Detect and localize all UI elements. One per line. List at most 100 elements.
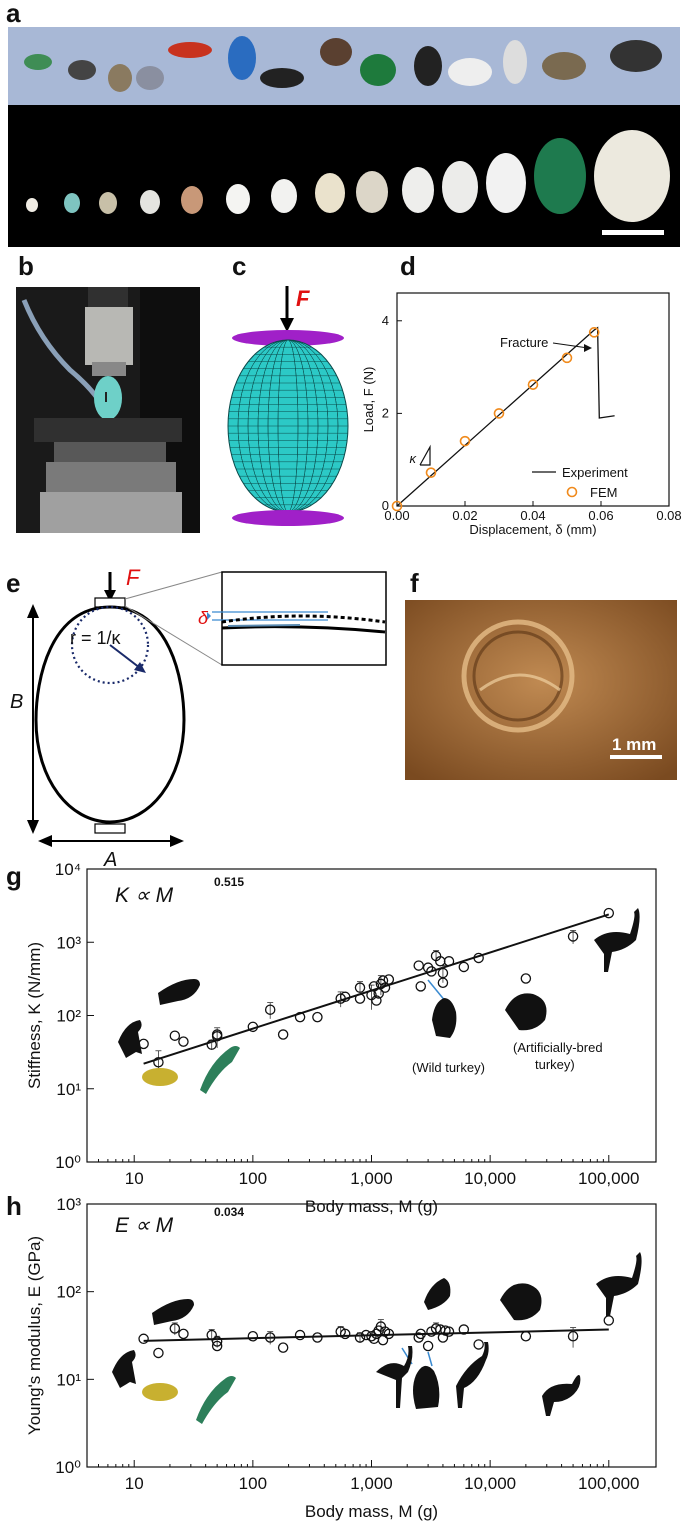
point-g: [415, 981, 426, 992]
ytick-label-g: 10²: [56, 1007, 81, 1026]
ylabel-d: Load, F (N): [361, 367, 376, 433]
xtick-label-d: 0.00: [384, 508, 409, 523]
xtick-label-d: 0.06: [588, 508, 613, 523]
law-g-exp: 0.515: [214, 875, 244, 889]
point-h: [415, 1328, 426, 1340]
ytick-label-d: 0: [382, 498, 389, 513]
silhouette-finch-g: [158, 979, 200, 1005]
kappa-label: κ: [410, 451, 418, 466]
point-h: [294, 1329, 306, 1341]
axis-a-label: A: [103, 849, 117, 871]
force-label-e: F: [126, 565, 141, 590]
bird-icons-g: [118, 908, 640, 1094]
ytick-label-h: 10³: [56, 1195, 81, 1214]
bird-pheasant: [168, 42, 212, 58]
xtick-label-d: 0.02: [452, 508, 477, 523]
point-g: [473, 952, 484, 964]
point-g: [335, 993, 346, 1004]
point-g: [443, 956, 455, 967]
point-g: [277, 1029, 289, 1040]
fem-point: [588, 327, 600, 338]
fracture-arrowhead: [584, 344, 592, 352]
label-wild-turkey: (Wild turkey): [412, 1060, 485, 1075]
fracture-arrow: [552, 342, 589, 349]
test-photo: [16, 287, 200, 533]
point-g: [211, 1029, 223, 1040]
panel-c-label: c: [232, 251, 246, 281]
xtick-label-h: 1,000: [350, 1474, 393, 1493]
series-experiment: [396, 326, 615, 507]
egg-10: [402, 167, 434, 213]
point-h: [458, 1324, 470, 1335]
point-h: [603, 1315, 615, 1326]
xlabel-h: Body mass, M (g): [305, 1502, 438, 1521]
point-h: [264, 1332, 276, 1343]
silhouette-ostrich-h: [596, 1252, 642, 1316]
bird-bee-eater: [24, 54, 52, 70]
bird-silhouettes: [24, 36, 662, 92]
point-h: [473, 1339, 484, 1350]
silhouette-finch-h: [152, 1299, 194, 1325]
egg-5: [181, 186, 203, 214]
silhouette-sparrow-g: [118, 1020, 142, 1058]
bird-black-bird: [260, 68, 304, 88]
point-h: [211, 1336, 223, 1347]
point-g: [339, 991, 351, 1003]
ylabel-g: Stiffness, K (N/mm): [25, 942, 44, 1089]
egg-7: [271, 179, 297, 213]
xtick-label-d: 0.08: [656, 508, 681, 523]
point-h: [383, 1328, 395, 1340]
bird-macaw: [228, 36, 256, 80]
point-g: [247, 1021, 259, 1033]
scale-label: 1 mm: [612, 735, 656, 754]
panel-d-label: d: [400, 251, 416, 281]
ytick-label-g: 10¹: [56, 1080, 81, 1099]
panel-b-label: b: [18, 251, 34, 281]
point-g: [312, 1011, 323, 1023]
fem-point: [527, 379, 539, 390]
bird-pigeon: [136, 66, 164, 90]
silhouette-crane-h: [456, 1342, 489, 1408]
ytick-label-h: 10⁰: [55, 1458, 81, 1477]
bird-icons-h: [112, 1252, 642, 1424]
point-h: [247, 1331, 259, 1342]
point-g: [458, 961, 470, 973]
point-g: [603, 907, 615, 919]
force-label-c: F: [296, 286, 310, 311]
egg-2: [64, 193, 80, 213]
point-g: [567, 931, 579, 942]
ytick-label-g: 10⁰: [55, 1153, 81, 1172]
icon-bee-eater-g: [200, 1046, 240, 1094]
point-g: [178, 1036, 189, 1047]
xtick-label-g: 10: [125, 1169, 144, 1188]
point-h: [206, 1329, 217, 1341]
bird-sparrow: [68, 60, 96, 80]
point-h: [339, 1328, 351, 1340]
law-h-exp: 0.034: [214, 1205, 244, 1219]
bird-quail: [108, 64, 132, 92]
fem-point: [493, 408, 505, 419]
point-g: [264, 1004, 276, 1015]
bird-turkey: [320, 38, 352, 66]
point-h: [153, 1347, 164, 1359]
ytick-label-h: 10²: [56, 1283, 81, 1302]
bird-crane: [503, 40, 527, 84]
egg-14: [594, 130, 670, 222]
ytick-label-h: 10¹: [56, 1370, 81, 1389]
fracture-photo: 1 mm: [405, 600, 677, 780]
point-h: [520, 1331, 532, 1342]
silhouette-peacock-h: [424, 1278, 451, 1310]
point-g: [169, 1030, 181, 1041]
point-g: [368, 981, 380, 992]
point-g: [422, 962, 434, 973]
egg-3: [99, 192, 117, 214]
point-h: [437, 1332, 449, 1343]
panel-g-label: g: [6, 861, 22, 891]
ytick-label-d: 4: [382, 313, 389, 328]
ytick-label-g: 10³: [56, 933, 81, 952]
xtick-label-d: 0.04: [520, 508, 545, 523]
ytick-label-g: 10⁴: [55, 860, 81, 879]
egg-8: [315, 173, 345, 213]
legend-marker-fem: [566, 486, 578, 498]
xtick-label-h: 100,000: [578, 1474, 639, 1493]
